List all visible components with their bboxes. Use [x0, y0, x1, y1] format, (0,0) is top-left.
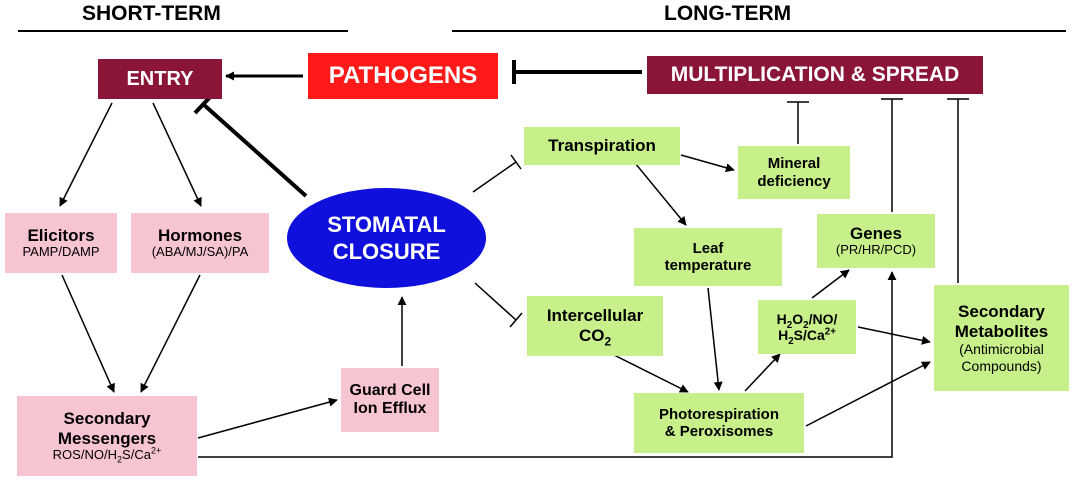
- elicitors-box: Elicitors PAMP/DAMP: [5, 213, 117, 273]
- long-term-header: LONG-TERM: [664, 2, 792, 25]
- arrow-hormones-messengers: [140, 274, 201, 393]
- arrow-entry-hormones: [152, 102, 202, 207]
- messengers-line-1: Secondary: [63, 408, 151, 428]
- multiplication-spread-box: MULTIPLICATION & SPREAD: [647, 56, 983, 94]
- arrow-h2o2-genes: [811, 269, 850, 299]
- entry-label: ENTRY: [126, 67, 194, 90]
- secmet-sub-1: (Antimicrobial: [959, 341, 1044, 358]
- arrow-leaf-photo: [707, 287, 723, 391]
- intercellular-line-1: Intercellular: [546, 306, 644, 326]
- transpiration-box: Transpiration: [524, 127, 680, 165]
- secmet-line-1: Secondary: [958, 302, 1045, 322]
- messengers-subtitle: ROS/NO/H2S/Ca2+: [52, 445, 162, 465]
- guard-cell-box: Guard Cell Ion Efflux: [341, 368, 439, 432]
- h2s-ca-label: H2S/Ca2+: [778, 326, 836, 347]
- arrow-photo-h2o2: [744, 353, 781, 392]
- entry-box: ENTRY: [98, 59, 222, 99]
- hormones-title: Hormones: [157, 225, 243, 245]
- arrow-elicitors-messengers: [61, 274, 115, 393]
- stomatal-line-1: STOMATAL: [327, 211, 446, 237]
- inhibit-bar-transpiration: [510, 154, 522, 170]
- stomatal-closure-ellipse: STOMATAL CLOSURE: [287, 188, 486, 288]
- arrow-transpiration-mineral: [680, 154, 735, 173]
- multiplication-spread-label: MULTIPLICATION & SPREAD: [670, 62, 960, 86]
- pathogens-box: PATHOGENS: [308, 53, 498, 99]
- pathogens-label: PATHOGENS: [328, 62, 478, 90]
- arrow-photo-secmet: [805, 361, 931, 427]
- leaf-temperature-box: Leaf temperature: [634, 228, 782, 286]
- inhibit-stomatal-entry: [201, 102, 308, 198]
- hormones-subtitle: (ABA/MJ/SA)/PA: [151, 244, 249, 260]
- secondary-messengers-box: Secondary Messengers ROS/NO/H2S/Ca2+: [17, 396, 197, 476]
- messengers-line-2: Messengers: [57, 428, 157, 448]
- photo-line-2: & Peroxisomes: [664, 423, 774, 440]
- elicitors-title: Elicitors: [27, 225, 95, 245]
- genes-title: Genes: [850, 223, 902, 243]
- genes-box: Genes (PR/HR/PCD): [817, 214, 935, 268]
- stomatal-line-2: CLOSURE: [332, 239, 441, 264]
- guard-cell-line-2: Ion Efflux: [353, 400, 427, 417]
- secondary-metabolites-box: Secondary Metabolites (Antimicrobial Com…: [934, 285, 1069, 391]
- intercellular-line-2: CO2: [578, 326, 612, 349]
- mineral-line-2: deficiency: [757, 172, 831, 190]
- guard-cell-line-1: Guard Cell: [349, 381, 431, 399]
- photorespiration-box: Photorespiration & Peroxisomes: [634, 393, 804, 453]
- secmet-sub-2: Compounds): [961, 357, 1042, 374]
- arrow-entry-elicitors: [59, 102, 113, 207]
- intercellular-co2-box: Intercellular CO2: [527, 296, 663, 356]
- arrow-intercellular-photo: [613, 354, 689, 393]
- h2o2-no-label: H2O2/NO/: [776, 310, 838, 331]
- genes-subtitle: (PR/HR/PCD): [835, 242, 917, 258]
- mineral-line-1: Mineral: [767, 155, 821, 173]
- leaf-line-2: temperature: [664, 257, 752, 274]
- leaf-line-1: Leaf: [692, 239, 724, 257]
- inhibit-stomatal-intercellular: [474, 282, 517, 321]
- inhibit-bar-intercellular: [509, 312, 523, 328]
- short-term-header: SHORT-TERM: [82, 2, 221, 25]
- secmet-line-2: Metabolites: [954, 321, 1049, 341]
- arrow-transpiration-leaf: [634, 162, 687, 226]
- arrow-h2o2-secmet: [857, 326, 931, 345]
- h2o2-no-h2s-ca-box: H2O2/NO/ H2S/Ca2+: [758, 300, 856, 354]
- mineral-deficiency-box: Mineral deficiency: [738, 146, 850, 199]
- inhibit-stomatal-transpiration: [472, 161, 517, 193]
- hormones-box: Hormones (ABA/MJ/SA)/PA: [131, 213, 269, 273]
- transpiration-label: Transpiration: [548, 136, 656, 156]
- arrow-messengers-guardcell: [197, 397, 338, 439]
- elicitors-subtitle: PAMP/DAMP: [22, 244, 100, 260]
- photo-line-1: Photorespiration: [658, 405, 779, 423]
